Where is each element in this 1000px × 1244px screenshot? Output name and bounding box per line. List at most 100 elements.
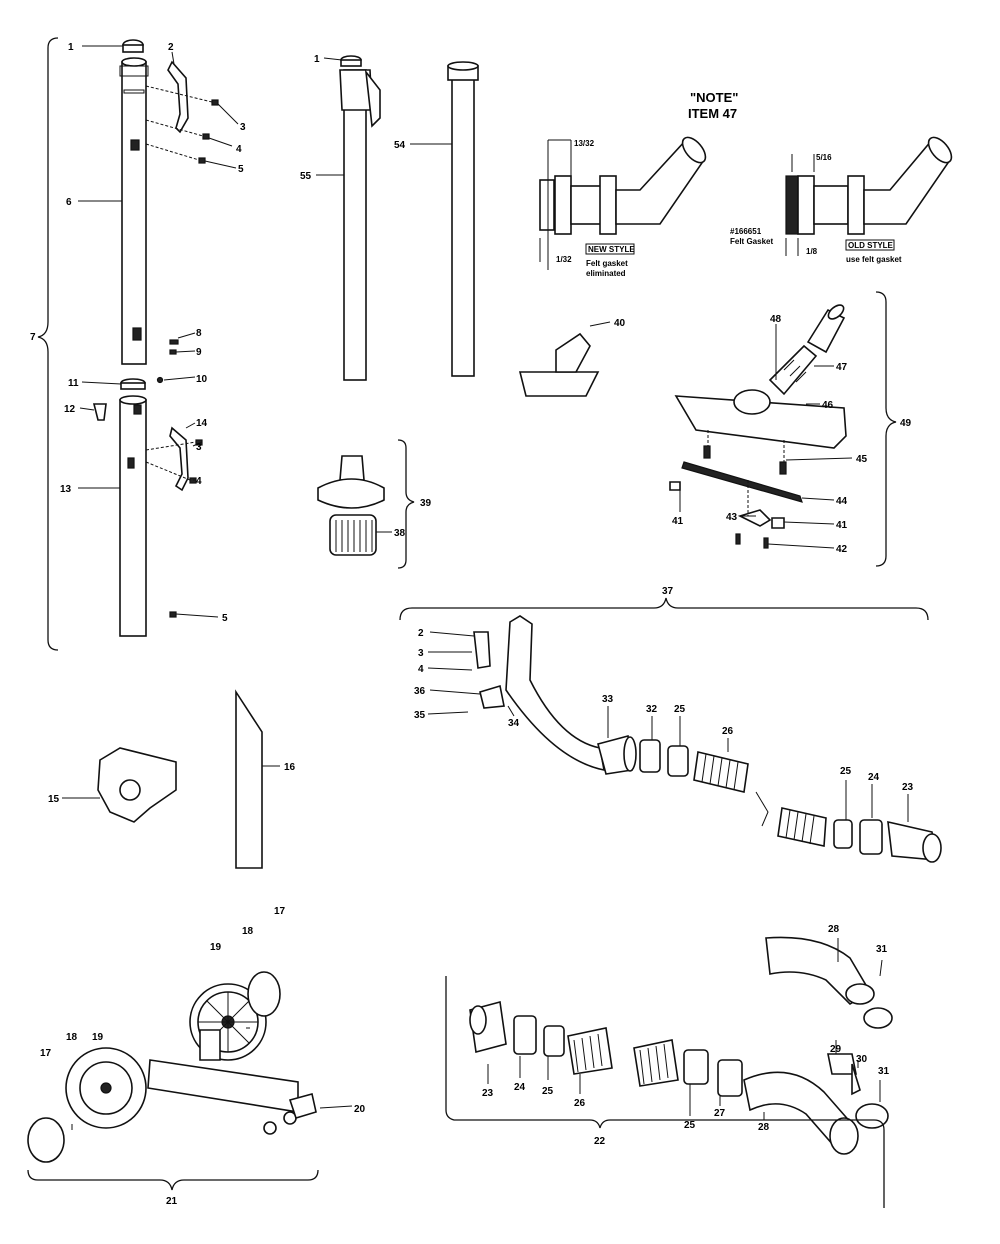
label-18b: 18: [66, 1032, 78, 1043]
label-32: 32: [646, 704, 658, 715]
label-24a: 24: [868, 772, 880, 783]
upholstery-tool: [518, 321, 611, 397]
dim-new-bottom: 1/32: [556, 255, 572, 264]
old-style-tag: OLD STYLE: [848, 241, 894, 250]
dim-new-top: 13/32: [574, 139, 595, 148]
label-46: 46: [822, 400, 834, 411]
label-10: 10: [196, 374, 208, 385]
label-9: 9: [196, 347, 202, 358]
label-54: 54: [394, 140, 406, 151]
label-7: 7: [30, 332, 36, 343]
label-3: 3: [240, 122, 246, 133]
label-28b: 28: [758, 1122, 770, 1133]
new-style-tag: NEW STYLE: [588, 245, 635, 254]
label-48: 48: [770, 314, 782, 325]
label-25a: 25: [674, 704, 686, 715]
label-17b: 17: [40, 1048, 52, 1059]
old-style-text: use felt gasket: [846, 255, 902, 264]
round-brush-assembly: [317, 439, 415, 569]
label-1: 1: [68, 42, 74, 53]
label-20: 20: [354, 1104, 366, 1115]
label-5b: 5: [222, 613, 228, 624]
dim-old-top: 5/16: [816, 153, 832, 162]
wand-clip-part: [167, 60, 189, 134]
label-39: 39: [420, 498, 432, 509]
brace-49: [875, 291, 897, 567]
note-item: ITEM 47: [688, 106, 737, 121]
base-assembly: [27, 971, 353, 1191]
label-55: 55: [300, 171, 312, 182]
label-12: 12: [64, 404, 76, 415]
label-15: 15: [48, 794, 60, 805]
label-4b: 4: [196, 476, 202, 487]
brace-37: [399, 597, 929, 621]
part-labels: 1 2 3 4 5 6 7 8 9 10 11 12 1 4 3 4 13 5 1…: [30, 42, 914, 1207]
label-31a: 31: [876, 944, 888, 955]
new-style-text-2: eliminated: [586, 269, 626, 278]
label-4: 4: [236, 144, 242, 155]
label-5: 5: [238, 164, 244, 175]
upper-wand-tube: [121, 61, 147, 365]
old-style-connector: [785, 136, 953, 256]
label-18a: 18: [242, 926, 254, 937]
label-23b: 23: [482, 1088, 494, 1099]
label-h2: 2: [418, 628, 424, 639]
brace-7: [37, 37, 59, 651]
label-21: 21: [166, 1196, 178, 1207]
label-33: 33: [602, 694, 614, 705]
label-24b: 24: [514, 1082, 526, 1093]
label-23a: 23: [902, 782, 914, 793]
dim-old-bottom: 1/8: [806, 247, 818, 256]
crevice-tool: [235, 689, 263, 869]
label-28a: 28: [828, 924, 840, 935]
label-13: 13: [60, 484, 72, 495]
new-style-text-1: Felt gasket: [586, 259, 628, 268]
label-31b: 31: [878, 1066, 890, 1077]
brace-21: [27, 1169, 319, 1191]
felt-part-no: #166651: [730, 227, 762, 236]
brace-39: [397, 439, 415, 569]
label-42: 42: [836, 544, 848, 555]
label-2: 2: [168, 42, 174, 53]
label-26a: 26: [722, 726, 734, 737]
lower-clip-part: [169, 426, 189, 492]
label-6: 6: [66, 197, 72, 208]
label-40: 40: [614, 318, 626, 329]
label-36: 36: [414, 686, 426, 697]
label-h3: 3: [418, 648, 424, 659]
label-19a: 19: [210, 942, 222, 953]
label-25c: 25: [542, 1086, 554, 1097]
label-47: 47: [836, 362, 848, 373]
note-title: "NOTE": [690, 90, 738, 105]
label-16: 16: [284, 762, 296, 773]
label-45: 45: [856, 454, 868, 465]
label-h4: 4: [418, 664, 424, 675]
label-19b: 19: [92, 1032, 104, 1043]
felt-label: Felt Gasket: [730, 237, 773, 246]
label-41b: 41: [836, 520, 848, 531]
middle-wands: [316, 55, 479, 381]
label-37: 37: [662, 586, 674, 597]
label-49: 49: [900, 418, 912, 429]
label-1b: 1: [314, 54, 320, 65]
label-26b: 26: [574, 1098, 586, 1109]
label-35: 35: [414, 710, 426, 721]
brace-22: [445, 976, 885, 1208]
hose-assembly-lower: [445, 936, 893, 1208]
label-11: 11: [68, 378, 79, 389]
label-43: 43: [726, 512, 738, 523]
label-22: 22: [594, 1136, 606, 1147]
hose-assembly-upper: [399, 597, 942, 863]
label-25d: 25: [684, 1120, 696, 1131]
label-8: 8: [196, 328, 202, 339]
floor-tool-assembly: [669, 291, 897, 567]
lower-wand-tube: [119, 399, 147, 637]
wand-54: [451, 77, 475, 377]
label-38: 38: [394, 528, 406, 539]
wand-55: [343, 69, 367, 381]
wand-assembly: [37, 37, 239, 651]
misc-tools: [62, 689, 280, 869]
label-44: 44: [836, 496, 848, 507]
label-41a: 41: [672, 516, 684, 527]
